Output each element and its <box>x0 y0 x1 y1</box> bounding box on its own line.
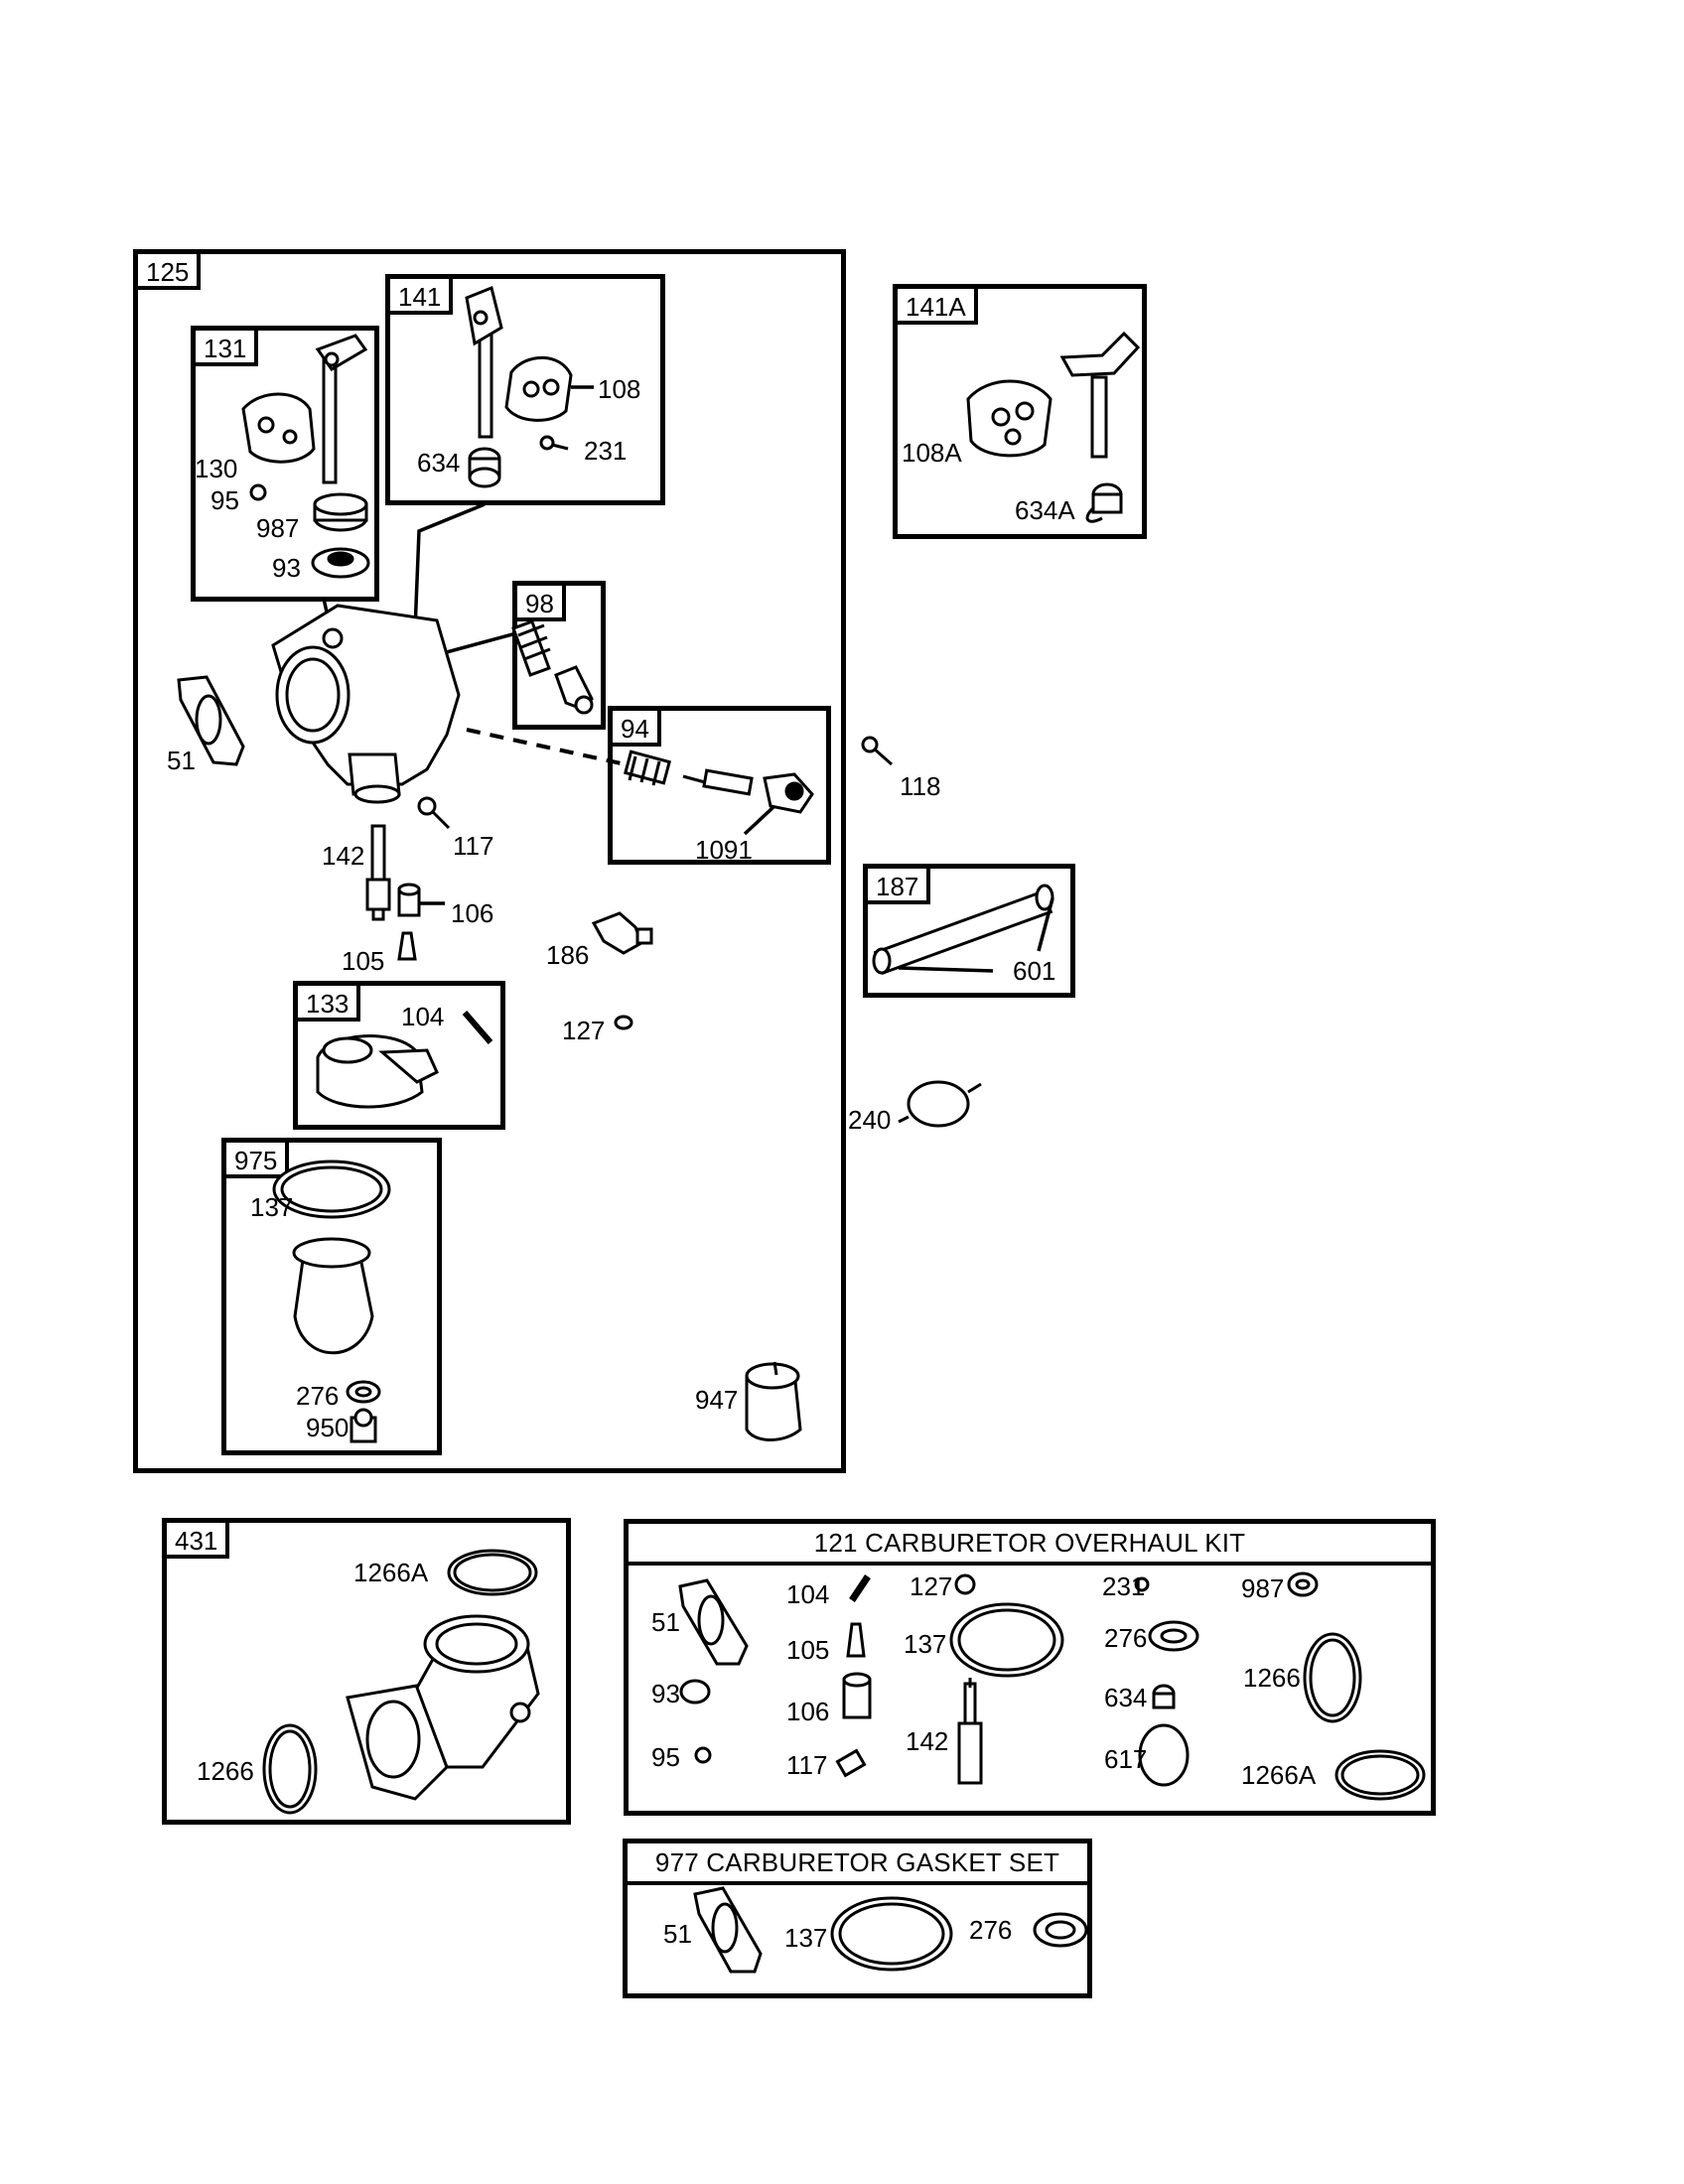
box-131: 131 <box>191 326 379 602</box>
kit-label-634: 634 <box>1104 1683 1148 1712</box>
kit-label-276: 276 <box>1104 1623 1148 1653</box>
label-130: 130 <box>195 454 238 483</box>
box-141: 141 <box>385 274 665 505</box>
label-186: 186 <box>546 940 590 970</box>
box-141a-tag: 141A <box>898 289 978 325</box>
box-431-tag: 431 <box>167 1523 230 1559</box>
set-label-137: 137 <box>784 1923 828 1953</box>
label-276: 276 <box>296 1381 340 1411</box>
kit-label-231: 231 <box>1102 1571 1146 1601</box>
label-240: 240 <box>848 1105 892 1135</box>
kit-label-104: 104 <box>786 1579 830 1609</box>
box-187-tag: 187 <box>868 869 931 904</box>
label-231: 231 <box>584 436 628 466</box>
label-987: 987 <box>256 513 300 543</box>
label-601: 601 <box>1013 956 1056 986</box>
kit-label-1266a: 1266A <box>1241 1760 1317 1790</box>
kit-label-1266: 1266 <box>1243 1663 1301 1693</box>
label-950: 950 <box>306 1413 350 1442</box>
label-108a: 108A <box>902 438 962 468</box>
label-1266: 1266 <box>197 1756 254 1786</box>
overhaul-kit-title: 121 CARBURETOR OVERHAUL KIT <box>629 1524 1431 1566</box>
label-1091: 1091 <box>695 835 753 865</box>
box-133-tag: 133 <box>298 986 361 1022</box>
label-947: 947 <box>695 1385 739 1415</box>
label-105: 105 <box>342 946 385 976</box>
kit-label-117: 117 <box>786 1750 828 1780</box>
fuel-filter-240 <box>898 1080 982 1128</box>
label-106: 106 <box>451 898 494 928</box>
label-142: 142 <box>322 841 365 871</box>
box-125: 125 <box>133 249 846 1473</box>
box-431: 431 <box>162 1518 571 1825</box>
box-133: 133 <box>293 981 505 1130</box>
label-634a: 634A <box>1015 495 1075 525</box>
kit-label-105: 105 <box>786 1635 830 1665</box>
kit-label-617: 617 <box>1104 1744 1148 1774</box>
box-94-tag: 94 <box>613 711 661 747</box>
screw-118 <box>861 736 893 766</box>
kit-label-95: 95 <box>651 1742 680 1772</box>
box-141-tag: 141 <box>390 279 454 315</box>
label-137: 137 <box>250 1192 294 1222</box>
kit-label-142: 142 <box>906 1726 949 1756</box>
label-118: 118 <box>900 771 941 801</box>
kit-label-137: 137 <box>904 1629 947 1659</box>
box-975-tag: 975 <box>226 1143 290 1178</box>
label-108: 108 <box>598 374 641 404</box>
gasket-set-title: 977 CARBURETOR GASKET SET <box>628 1843 1087 1885</box>
label-51: 51 <box>167 746 196 775</box>
box-141a: 141A <box>893 284 1147 539</box>
kit-label-127: 127 <box>910 1571 953 1601</box>
gasket-set-box: 977 CARBURETOR GASKET SET <box>623 1839 1092 1998</box>
box-125-tag: 125 <box>138 254 202 290</box>
box-98-tag: 98 <box>517 586 566 621</box>
kit-label-987: 987 <box>1241 1573 1285 1603</box>
label-104: 104 <box>401 1002 445 1031</box>
set-label-276: 276 <box>969 1915 1013 1945</box>
box-131-tag: 131 <box>196 331 259 366</box>
box-98: 98 <box>512 581 606 730</box>
kit-label-93: 93 <box>651 1679 680 1708</box>
label-93: 93 <box>272 553 301 583</box>
label-634: 634 <box>417 448 461 478</box>
overhaul-kit-box: 121 CARBURETOR OVERHAUL KIT <box>624 1519 1436 1816</box>
set-label-51: 51 <box>663 1919 692 1949</box>
label-117: 117 <box>453 831 494 861</box>
kit-label-51: 51 <box>651 1607 680 1637</box>
kit-label-106: 106 <box>786 1697 830 1726</box>
label-127: 127 <box>562 1016 606 1045</box>
label-1266a: 1266A <box>353 1558 429 1587</box>
label-95: 95 <box>210 485 239 515</box>
